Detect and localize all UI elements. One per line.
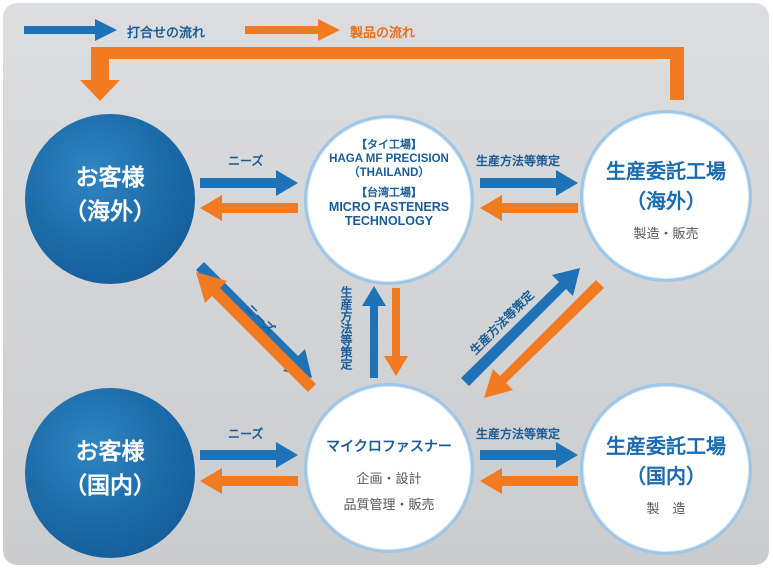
- taiwan-factory-name-2: TECHNOLOGY: [344, 214, 434, 228]
- customer-overseas-label: お客様: [75, 165, 145, 191]
- domestic-hub-node: マイクロファスナー 企画・設計 品質管理・販売: [304, 383, 474, 553]
- overseas-factory-role: 製造・販売: [633, 227, 699, 242]
- domestic-factory-node: 生産委託工場 （国内） 製 造: [580, 383, 752, 555]
- domestic-hub-role-1: 企画・設計: [356, 472, 422, 487]
- method-label-vertical: 生産方法等策定: [339, 286, 353, 370]
- overseas-factory-title: 生産委託工場: [606, 159, 726, 183]
- domestic-hub-role-2: 品質管理・販売: [343, 498, 435, 513]
- needs-arrow-diagonal: [196, 262, 312, 378]
- thai-factory-country: （THAILAND）: [348, 167, 430, 179]
- customer-overseas-region: （海外）: [64, 199, 156, 225]
- product-arrow-bottom-right: [480, 468, 578, 494]
- overseas-hub-node: 【タイ工場】 HAGA MF PRECISION （THAILAND） 【台湾工…: [304, 115, 474, 285]
- method-arrow-top: [480, 170, 578, 196]
- method-arrow-vertical: [362, 286, 386, 378]
- method-label-top: 生産方法等策定: [476, 154, 561, 168]
- product-arrow-vertical: [384, 288, 408, 376]
- domestic-hub-title: マイクロファスナー: [326, 439, 452, 455]
- product-arrow-top-left: [200, 195, 298, 221]
- customer-domestic-label: お客様: [75, 439, 145, 465]
- product-arrow-top-right: [480, 195, 578, 221]
- customer-domestic-region: （国内）: [64, 473, 156, 499]
- legend-product-arrow: [245, 19, 340, 41]
- domestic-factory-role: 製 造: [646, 502, 686, 517]
- product-arrow-diagonal-right: [484, 280, 604, 398]
- domestic-factory-title: 生産委託工場: [606, 434, 726, 458]
- overseas-factory-node: 生産委託工場 （海外） 製造・販売: [580, 110, 752, 282]
- legend-consultation-arrow: [24, 19, 117, 41]
- thai-factory-header: 【タイ工場】: [356, 138, 422, 151]
- method-arrow-bottom: [480, 442, 578, 468]
- method-arrow-diagonal: [461, 268, 580, 386]
- taiwan-factory-name: MICRO FASTENERS: [328, 200, 450, 214]
- needs-arrow-top: [200, 170, 298, 196]
- product-arrow-bottom-left: [200, 468, 298, 494]
- taiwan-factory-header: 【台湾工場】: [356, 186, 422, 199]
- method-label-bottom: 生産方法等策定: [476, 427, 561, 441]
- thai-factory-name: HAGA MF PRECISION: [329, 153, 449, 165]
- needs-arrow-bottom: [200, 442, 298, 468]
- customer-overseas-node: お客様 （海外）: [25, 114, 195, 284]
- top-loop-arrow: [80, 47, 684, 101]
- needs-label-top: ニーズ: [228, 154, 264, 168]
- overseas-factory-region: （海外）: [626, 189, 706, 213]
- needs-label-bottom: ニーズ: [228, 427, 264, 441]
- customer-domestic-node: お客様 （国内）: [25, 388, 195, 558]
- domestic-factory-region: （国内）: [626, 464, 706, 488]
- legend-consultation-label: 打合せの流れ: [127, 26, 206, 41]
- product-arrow-diagonal-left: [196, 272, 316, 392]
- legend-product-label: 製品の流れ: [350, 26, 416, 41]
